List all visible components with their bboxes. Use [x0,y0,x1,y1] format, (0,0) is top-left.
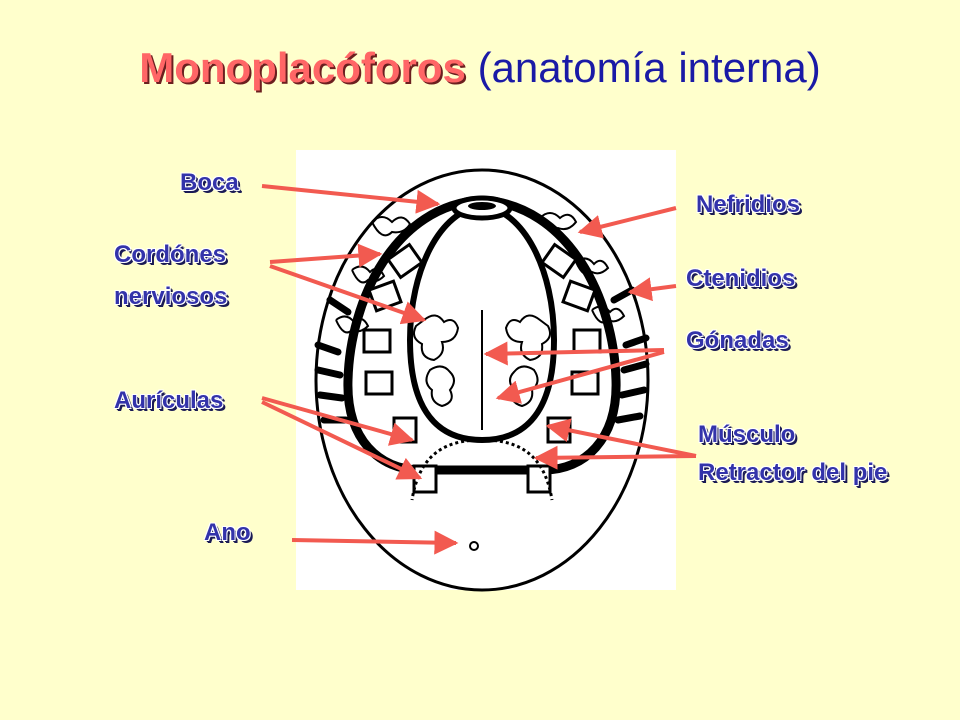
pointer-arrows [261,184,697,555]
label-auriculas: Aurículas [114,387,224,414]
mouth-opening [468,202,496,210]
arrow-boca [261,184,441,214]
label-cordones-2: nerviosos [114,283,228,310]
label-musculo-1: Músculo [698,421,796,448]
arrow-musculo-1 [545,418,697,458]
arrow-cordones-1 [269,243,383,268]
title-subtitle: (anatomía interna) [477,44,821,91]
label-boca: Boca [180,169,239,196]
arrow-cordones-2 [269,264,427,325]
page-title: Monoplacóforos (anatomía interna) [0,42,960,94]
arrow-nefridios [577,206,677,239]
inner-ring [343,195,621,475]
label-musculo-2: Retractor del pie [698,459,888,486]
label-ano: Ano [204,519,251,546]
arrow-ctenidios [627,277,677,302]
arrow-musculo-2 [533,445,697,470]
arrow-gonadas-2 [495,350,665,404]
arrow-gonadas-1 [483,341,665,366]
label-cordones-1: Cordónes [114,241,227,268]
title-main: Monoplacóforos [139,44,466,91]
label-ctenidios: Ctenidios [686,265,796,292]
anus [469,541,479,551]
label-gonadas: Gónadas [686,327,789,354]
arrow-auriculas-1 [261,396,415,446]
arrow-ano [291,530,459,555]
arrow-auriculas-2 [261,400,423,480]
label-nefridios: Nefridios [696,191,801,218]
